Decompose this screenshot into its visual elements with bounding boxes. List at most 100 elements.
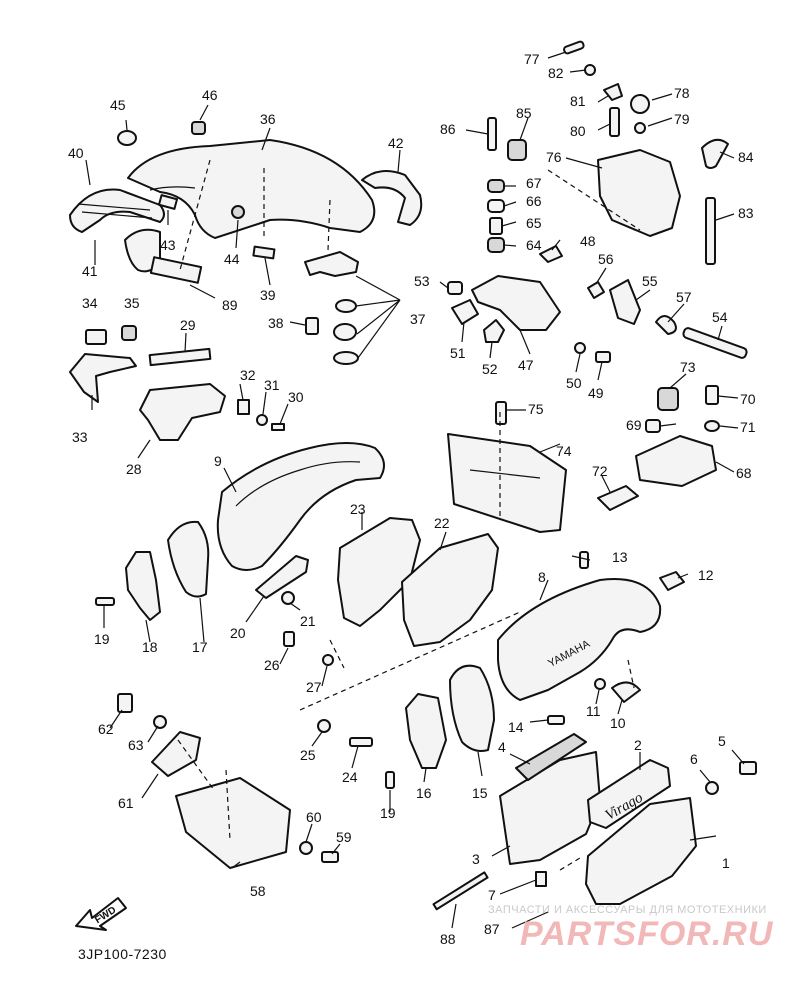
callout-22: 22 — [434, 515, 450, 531]
callout-42: 42 — [388, 135, 404, 151]
part-74-battery-box — [447, 433, 567, 533]
callout-35: 35 — [124, 295, 140, 311]
watermark-logo: PARTSFOR.RU — [520, 915, 774, 953]
part-81-hook — [603, 83, 623, 101]
callout-9: 9 — [214, 453, 222, 469]
callout-40: 40 — [68, 145, 84, 161]
callout-31: 31 — [264, 377, 280, 393]
part-45-cap — [117, 130, 137, 146]
part-64-grommet — [487, 237, 505, 253]
callout-13: 13 — [612, 549, 628, 565]
callout-16: 16 — [416, 785, 432, 801]
callout-12: 12 — [698, 567, 714, 583]
part-7-clip — [535, 871, 547, 887]
callout-15: 15 — [472, 785, 488, 801]
callout-84: 84 — [738, 149, 754, 165]
part-66-washer — [487, 199, 505, 213]
part-43-pad — [157, 194, 179, 210]
callout-83: 83 — [738, 205, 754, 221]
part-52-clip — [483, 319, 505, 343]
callout-49: 49 — [588, 385, 604, 401]
part-49-bolt — [595, 351, 611, 363]
fwd-arrow-icon — [75, 897, 127, 931]
callout-52: 52 — [482, 361, 498, 377]
callout-89: 89 — [222, 297, 238, 313]
part-89-plate — [149, 256, 203, 284]
part-33-bracket — [69, 353, 137, 403]
callout-48: 48 — [580, 233, 596, 249]
part-23-plate — [337, 517, 421, 627]
callout-labels: 1 2 3 4 5 6 7 8 9 10 11 12 13 14 15 16 1… — [68, 51, 756, 947]
part-20-bracket — [255, 555, 309, 599]
part-34-block — [85, 329, 107, 345]
callout-8: 8 — [538, 569, 546, 585]
part-46-grommet — [191, 121, 206, 135]
part-19-bolt-lower — [385, 771, 395, 789]
callout-34: 34 — [82, 295, 98, 311]
callout-18: 18 — [142, 639, 158, 655]
callout-61: 61 — [118, 795, 134, 811]
part-8-fuel-tank: YAMAHA — [497, 578, 662, 701]
callout-86: 86 — [440, 121, 456, 137]
part-36-tank-cover — [127, 139, 376, 239]
part-57-spring — [655, 315, 677, 335]
callout-24: 24 — [342, 769, 358, 785]
callout-77: 77 — [524, 51, 540, 67]
part-67-grommet — [487, 179, 505, 193]
part-14-bolt — [547, 715, 565, 725]
part-11-nut — [594, 678, 606, 690]
part-84-hose — [701, 138, 729, 169]
part-35-bushing — [121, 325, 137, 341]
part-68-bracket — [635, 435, 717, 487]
callout-79: 79 — [674, 111, 690, 127]
callout-14: 14 — [508, 719, 524, 735]
part-85-spring — [507, 139, 527, 161]
part-51-clamp — [451, 299, 479, 325]
part-54-shaft — [682, 327, 748, 359]
part-80-stem — [609, 107, 620, 137]
part-61-bracket — [151, 731, 201, 777]
part-76-reservoir — [597, 149, 681, 237]
part-1-side-cover — [585, 797, 697, 905]
part-29-strip — [148, 347, 212, 367]
diagram-code: 3JP100-7230 — [78, 946, 167, 962]
part-37-mount-assembly — [304, 251, 359, 365]
callout-6: 6 — [690, 751, 698, 767]
part-5-bolt — [739, 761, 757, 775]
callout-29: 29 — [180, 317, 196, 333]
part-55-lever — [609, 279, 641, 325]
part-9-side-panel — [216, 442, 385, 571]
part-53-nut — [447, 281, 463, 295]
part-10-clip — [611, 681, 641, 703]
part-6-washer — [705, 781, 719, 795]
callout-19-left: 19 — [94, 631, 110, 647]
part-82-clip — [584, 64, 596, 76]
callout-87: 87 — [484, 921, 500, 937]
callout-82: 82 — [548, 65, 564, 81]
callout-63: 63 — [128, 737, 144, 753]
callout-70: 70 — [740, 391, 756, 407]
callout-17: 17 — [192, 639, 208, 655]
part-30-screw — [271, 423, 285, 431]
callout-5: 5 — [718, 733, 726, 749]
callout-11: 11 — [586, 703, 601, 719]
part-39-clip — [252, 245, 276, 260]
callout-69: 69 — [626, 417, 642, 433]
part-50-washer — [574, 342, 586, 354]
callout-43: 43 — [160, 237, 176, 253]
callout-64: 64 — [526, 237, 542, 253]
callout-30: 30 — [288, 389, 304, 405]
part-16-cover — [405, 693, 447, 769]
callout-10: 10 — [610, 715, 626, 731]
callout-50: 50 — [566, 375, 582, 391]
watermark-caption: ЗАПЧАСТИ И АКСЕССУАРЫ ДЛЯ МОТОТЕХНИКИ — [488, 904, 767, 916]
callout-4: 4 — [498, 739, 506, 755]
callout-36: 36 — [260, 111, 276, 127]
callout-56: 56 — [598, 251, 614, 267]
part-62-bolt — [117, 693, 133, 713]
callout-58: 58 — [250, 883, 266, 899]
callout-57: 57 — [676, 289, 692, 305]
part-59-bolt — [321, 851, 339, 863]
callout-59: 59 — [336, 829, 352, 845]
callout-32: 32 — [240, 367, 256, 383]
